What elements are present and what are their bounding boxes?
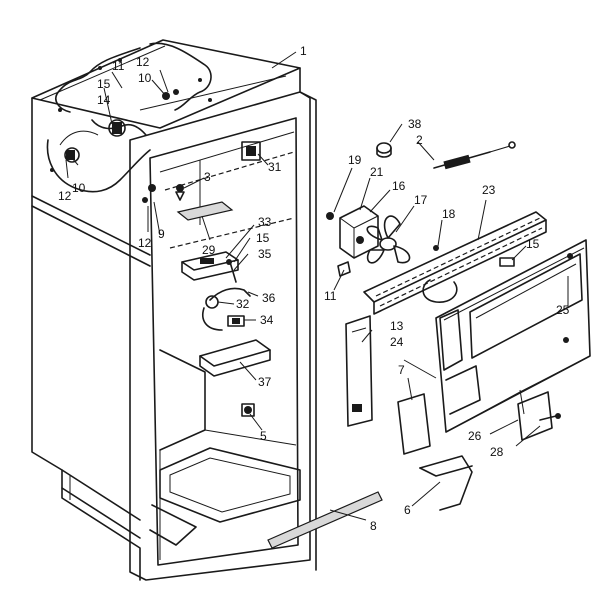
leader-lines bbox=[65, 51, 569, 521]
callout-11-lower: 11 bbox=[324, 289, 337, 303]
evaporator-assembly bbox=[267, 141, 591, 549]
callout-31: 31 bbox=[268, 160, 282, 174]
part-26-plate bbox=[517, 391, 553, 441]
callout-36: 36 bbox=[262, 291, 276, 305]
part-16-fan-motor bbox=[339, 205, 379, 259]
callout-19: 19 bbox=[348, 153, 362, 167]
part-29-plate bbox=[176, 201, 234, 221]
part-35-screw bbox=[229, 261, 237, 283]
callout-24: 24 bbox=[390, 335, 404, 349]
callout-labels: 1 12 10 11 15 14 10 12 3 31 9 12 29 33 1… bbox=[58, 44, 570, 533]
callout-10: 10 bbox=[138, 71, 152, 85]
part-23-evaporator bbox=[363, 211, 547, 315]
callout-16: 16 bbox=[392, 179, 406, 193]
callout-18: 18 bbox=[442, 207, 456, 221]
callout-14: 14 bbox=[97, 93, 111, 107]
callout-8: 8 bbox=[370, 519, 377, 533]
part-34-connector bbox=[227, 315, 245, 327]
callout-38: 38 bbox=[408, 117, 422, 131]
part-7-bracket bbox=[397, 393, 431, 455]
callout-11: 11 bbox=[112, 59, 125, 73]
part-15-clip bbox=[499, 257, 515, 267]
part-6-bracket bbox=[419, 455, 473, 511]
callout-17: 17 bbox=[414, 193, 428, 207]
callout-33: 33 bbox=[258, 215, 272, 229]
part-19-screw bbox=[326, 212, 334, 220]
top-wiring-harness bbox=[46, 42, 261, 203]
callout-3: 3 bbox=[204, 170, 211, 184]
callout-12: 12 bbox=[136, 55, 150, 69]
freezer-interior-parts bbox=[176, 201, 271, 417]
callout-1: 1 bbox=[300, 44, 307, 58]
callout-13: 13 bbox=[390, 319, 404, 333]
part-28-screw bbox=[539, 415, 557, 421]
callout-32: 32 bbox=[236, 297, 250, 311]
part-37-shield bbox=[199, 339, 271, 367]
callout-15: 15 bbox=[97, 77, 111, 91]
callout-35: 35 bbox=[258, 247, 272, 261]
callout-2: 2 bbox=[416, 133, 423, 147]
part-5-knob bbox=[244, 406, 252, 414]
callout-37: 37 bbox=[258, 375, 272, 389]
callout-26: 26 bbox=[468, 429, 482, 443]
callout-12-lower: 12 bbox=[58, 189, 72, 203]
part-18-screw bbox=[433, 245, 439, 251]
part-13-duct bbox=[345, 315, 373, 427]
callout-9: 9 bbox=[158, 227, 165, 241]
callout-25: 25 bbox=[556, 303, 570, 317]
thermostat-icon bbox=[112, 122, 122, 134]
callout-21: 21 bbox=[370, 165, 384, 179]
callout-12-left: 12 bbox=[138, 236, 152, 250]
part-38-grommet bbox=[376, 142, 392, 154]
callout-34: 34 bbox=[260, 313, 274, 327]
callout-7: 7 bbox=[398, 363, 405, 377]
callout-15-mid: 15 bbox=[256, 231, 270, 245]
part-25-evaporator-cover bbox=[435, 239, 591, 433]
part-8-trim-strip bbox=[267, 491, 383, 549]
callout-23: 23 bbox=[482, 183, 496, 197]
part-17-fan-blade bbox=[366, 215, 411, 264]
callout-10-lower: 10 bbox=[72, 181, 86, 195]
callout-5: 5 bbox=[260, 429, 267, 443]
callout-29: 29 bbox=[202, 243, 216, 257]
callout-15-right: 15 bbox=[526, 237, 540, 251]
cabinet-outline bbox=[31, 39, 317, 581]
callout-6: 6 bbox=[404, 503, 411, 517]
callout-28: 28 bbox=[490, 445, 504, 459]
